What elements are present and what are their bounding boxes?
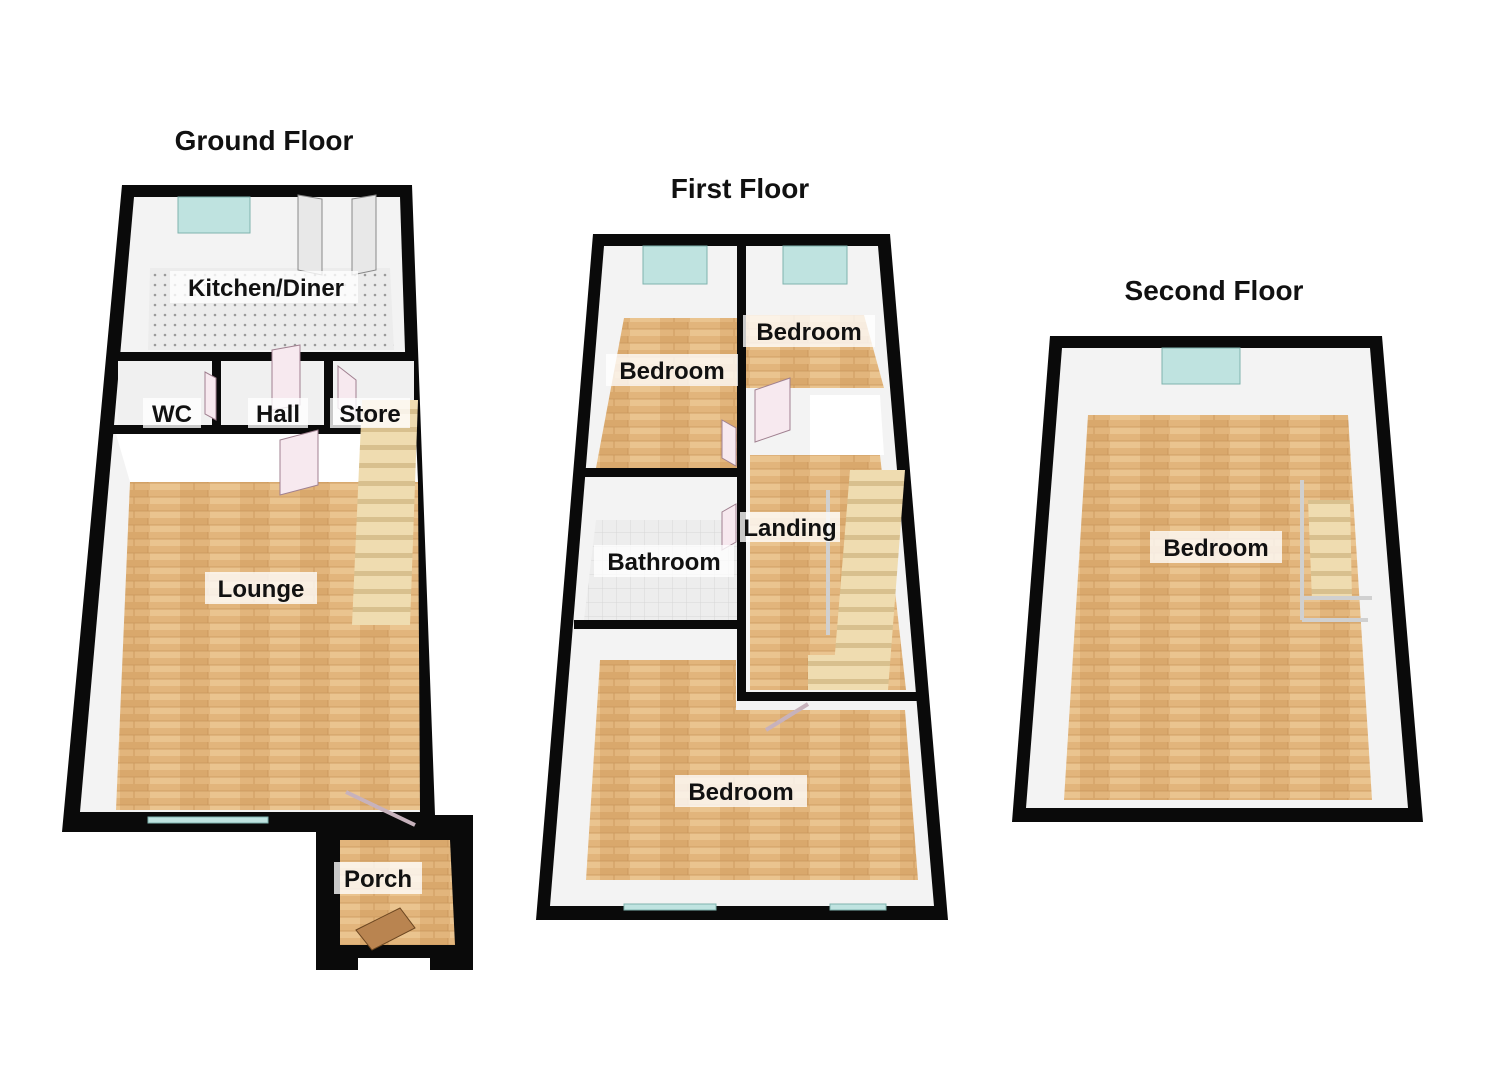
room-label-store: Store <box>330 398 410 428</box>
front-bedroom-door <box>764 702 810 732</box>
svg-text:Bedroom: Bedroom <box>688 779 793 806</box>
ground-floor-title: Ground Floor <box>175 125 354 156</box>
svg-text:Bedroom: Bedroom <box>756 319 861 346</box>
second-bedroom-floor <box>1064 415 1372 800</box>
lounge-floor <box>116 482 420 810</box>
svg-text:Store: Store <box>339 401 400 428</box>
svg-text:Landing: Landing <box>743 515 836 542</box>
front-bedroom-window-right <box>829 903 887 911</box>
lounge-front-window <box>147 816 269 824</box>
svg-text:Bedroom: Bedroom <box>1163 535 1268 562</box>
room-label-bedroom-right: Bedroom <box>743 315 875 347</box>
room-label-lounge: Lounge <box>205 572 317 604</box>
svg-text:Lounge: Lounge <box>218 576 305 603</box>
first-stairs-lower <box>808 655 850 690</box>
second-floor: Second Floor Bedroom <box>1012 275 1423 822</box>
svg-text:Porch: Porch <box>344 866 412 893</box>
bedroom-divider-wall <box>737 240 746 490</box>
room-label-second-bedroom: Bedroom <box>1150 531 1282 563</box>
bathroom-top-wall <box>582 468 746 477</box>
patio-doors <box>297 194 377 276</box>
lounge-door <box>279 429 319 496</box>
porch-front-door <box>355 907 416 951</box>
bathroom-bottom-wall <box>574 620 746 629</box>
room-label-bedroom-front: Bedroom <box>675 775 807 807</box>
hall-lounge-wall <box>110 425 416 434</box>
bedroom-left-window <box>642 245 708 285</box>
room-label-porch: Porch <box>334 862 422 894</box>
svg-text:WC: WC <box>152 401 192 428</box>
second-bedroom-window <box>1161 347 1241 385</box>
room-label-bathroom: Bathroom <box>594 545 734 577</box>
svg-text:Bathroom: Bathroom <box>607 549 720 576</box>
kitchen-window <box>177 196 251 234</box>
bathroom-landing-wall <box>737 468 746 700</box>
ground-stairs <box>352 400 418 625</box>
landing-back-wall <box>810 395 884 455</box>
second-stairs <box>1308 500 1352 600</box>
svg-text:Kitchen/Diner: Kitchen/Diner <box>188 275 344 302</box>
second-stair-rail <box>1300 480 1372 622</box>
hall-doors <box>204 344 357 421</box>
bedroom-right-window <box>782 245 848 285</box>
hall-store-wall <box>324 361 333 427</box>
room-label-wc: WC <box>143 398 201 428</box>
lounge-back-wall <box>116 434 418 482</box>
front-bedroom-window-left <box>623 903 717 911</box>
landing-doors <box>721 377 791 551</box>
porch-lounge-door <box>345 790 416 827</box>
room-label-kitchen: Kitchen/Diner <box>170 271 358 303</box>
room-label-landing: Landing <box>740 512 840 542</box>
first-floor-title: First Floor <box>671 173 810 204</box>
svg-text:Bedroom: Bedroom <box>619 358 724 385</box>
bedroom-front-floor <box>586 660 918 880</box>
ground-floor: Ground Floor <box>62 125 473 970</box>
first-floor: First Floor <box>536 173 948 920</box>
svg-text:Hall: Hall <box>256 401 300 428</box>
first-stair-rail <box>826 490 830 635</box>
landing-bottom-wall <box>737 692 923 701</box>
room-label-bedroom-left: Bedroom <box>606 354 738 386</box>
room-label-hall: Hall <box>248 398 308 428</box>
first-stairs <box>832 470 905 690</box>
kitchen-dividing-wall <box>114 352 414 361</box>
second-floor-title: Second Floor <box>1125 275 1304 306</box>
